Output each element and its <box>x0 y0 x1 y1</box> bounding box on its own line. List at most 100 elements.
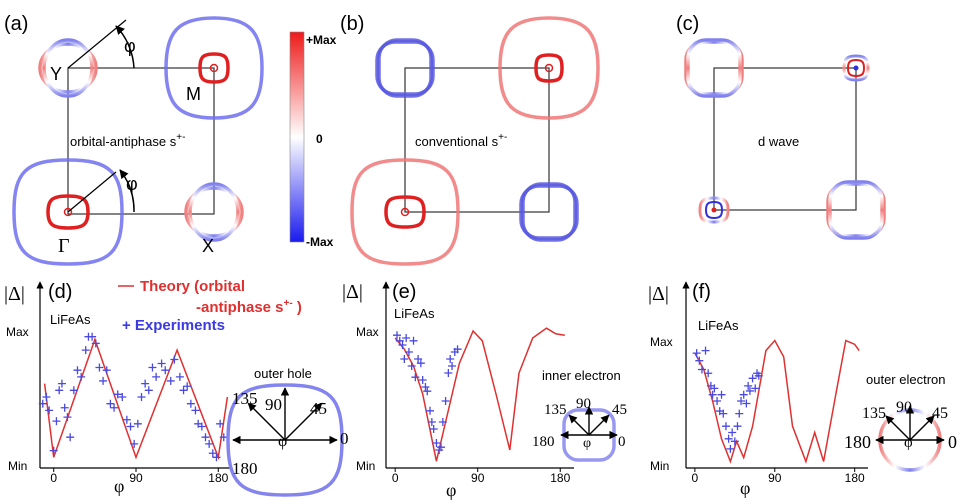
experiment-point <box>69 386 78 395</box>
legend-theory-1: Theory (orbital <box>140 278 245 295</box>
experiment-point <box>745 386 754 395</box>
experiment-point <box>421 383 430 391</box>
experiment-point <box>212 453 221 462</box>
plot-f <box>692 339 860 464</box>
experiment-point <box>402 334 411 342</box>
inset-d-90: 90 <box>265 395 282 414</box>
experiment-point <box>742 399 751 408</box>
panel-d: |Δ| (d) Max Min LiFeAs Theory (orbital -… <box>4 278 349 497</box>
experiment-point <box>57 379 66 388</box>
xtick-label: 90 <box>768 471 782 485</box>
experiment-point <box>735 409 744 418</box>
experiment-point <box>208 449 217 458</box>
inset-d-45: 45 <box>310 399 327 418</box>
ymax-d: Max <box>6 325 29 339</box>
experiment-point <box>42 393 51 401</box>
experiment-point <box>166 376 175 385</box>
experiment-point <box>66 433 75 442</box>
b-gamma-outer <box>350 158 460 266</box>
inset-e-180: 180 <box>532 434 555 450</box>
inset-arrow <box>247 402 286 441</box>
colorbar-gradient <box>289 31 305 243</box>
inset-d-pocket <box>226 383 344 497</box>
experiment-point <box>99 376 108 385</box>
experiment-point <box>751 384 760 393</box>
bz-square-c <box>713 67 857 211</box>
experiment-point <box>88 332 97 341</box>
ylabel-e: |Δ| <box>342 281 363 303</box>
legend-theory-2: -antiphase s+- ) <box>196 298 302 316</box>
experiment-point <box>737 397 746 405</box>
experiment-point <box>106 399 115 408</box>
phi-arc-y <box>115 25 135 69</box>
experiment-point <box>427 418 436 426</box>
experiment-point <box>404 348 413 356</box>
b-gamma-inner <box>384 195 426 229</box>
panel-label-c: (c) <box>676 13 699 35</box>
inset-f-arrows <box>875 405 945 445</box>
panel-label-b: (b) <box>340 13 364 35</box>
phi-line-gamma <box>67 171 117 213</box>
xtick-label: 0 <box>692 471 699 485</box>
pocket-gamma-inner <box>46 194 90 230</box>
phi-arc-gamma <box>119 169 135 213</box>
inset-d-0: 0 <box>340 429 349 448</box>
experiment-point <box>137 393 146 401</box>
inset-arrow <box>568 414 590 436</box>
inset-e-phi: φ <box>583 436 591 451</box>
b-m-dot <box>544 63 554 73</box>
ymin-e: Min <box>356 459 375 473</box>
inset-e-0: 0 <box>618 434 626 450</box>
experiment-point <box>446 355 455 363</box>
ylabel-f: |Δ| <box>648 283 669 305</box>
ylabel-d: |Δ| <box>4 283 25 305</box>
experiment-point <box>110 403 119 412</box>
experiment-point <box>170 355 179 364</box>
inset-arrow <box>284 402 323 441</box>
pocket-x <box>184 182 244 242</box>
pocket-m-inner <box>198 52 230 84</box>
experiment-point <box>205 439 214 448</box>
experiment-point <box>438 418 447 426</box>
b-m-outer <box>498 16 600 120</box>
colorbar: +Max 0 -Max <box>289 31 337 249</box>
experiment-point <box>398 341 407 349</box>
experiment-point <box>739 390 748 399</box>
experiment-point <box>444 369 453 377</box>
phi-label-a2: φ <box>126 174 138 194</box>
experiment-point <box>144 386 153 395</box>
label-orbital-antiphase: orbital-antiphase s+- <box>70 132 185 149</box>
label-gamma: Γ <box>58 235 70 257</box>
xtick-label: 90 <box>129 471 143 485</box>
experiment-point <box>118 393 127 401</box>
pocket-m-outer <box>164 16 264 120</box>
experiment-point <box>429 425 438 433</box>
b-y-pocket <box>375 38 435 98</box>
experiment-point <box>409 336 418 345</box>
pocket-gamma-outer <box>12 158 124 266</box>
experiment-point <box>692 349 701 358</box>
inset-label-f: outer electron <box>866 372 946 387</box>
ymax-f: Max <box>650 335 673 349</box>
c-m-pocket <box>842 54 870 82</box>
experiment-point <box>418 376 427 384</box>
xtick-label: 90 <box>471 471 485 485</box>
xlabel-e: φ <box>446 480 456 500</box>
b-m-inner <box>534 53 564 83</box>
panel-label-d: (d) <box>48 281 72 303</box>
experiment-point <box>432 439 441 447</box>
inset-f-45: 45 <box>932 405 948 422</box>
experiment-point <box>453 345 462 354</box>
experiment-point <box>395 336 404 345</box>
xtick-label: 180 <box>208 471 228 485</box>
experiment-point <box>719 409 728 418</box>
inset-label-d: outer hole <box>254 366 312 381</box>
bz-square-a <box>67 67 215 215</box>
theory-line-f <box>694 339 860 464</box>
inset-arrow <box>909 415 935 441</box>
label-conventional: conventional s+- <box>415 132 507 149</box>
experiment-point <box>95 363 104 372</box>
inset-e-arrows <box>560 406 618 440</box>
